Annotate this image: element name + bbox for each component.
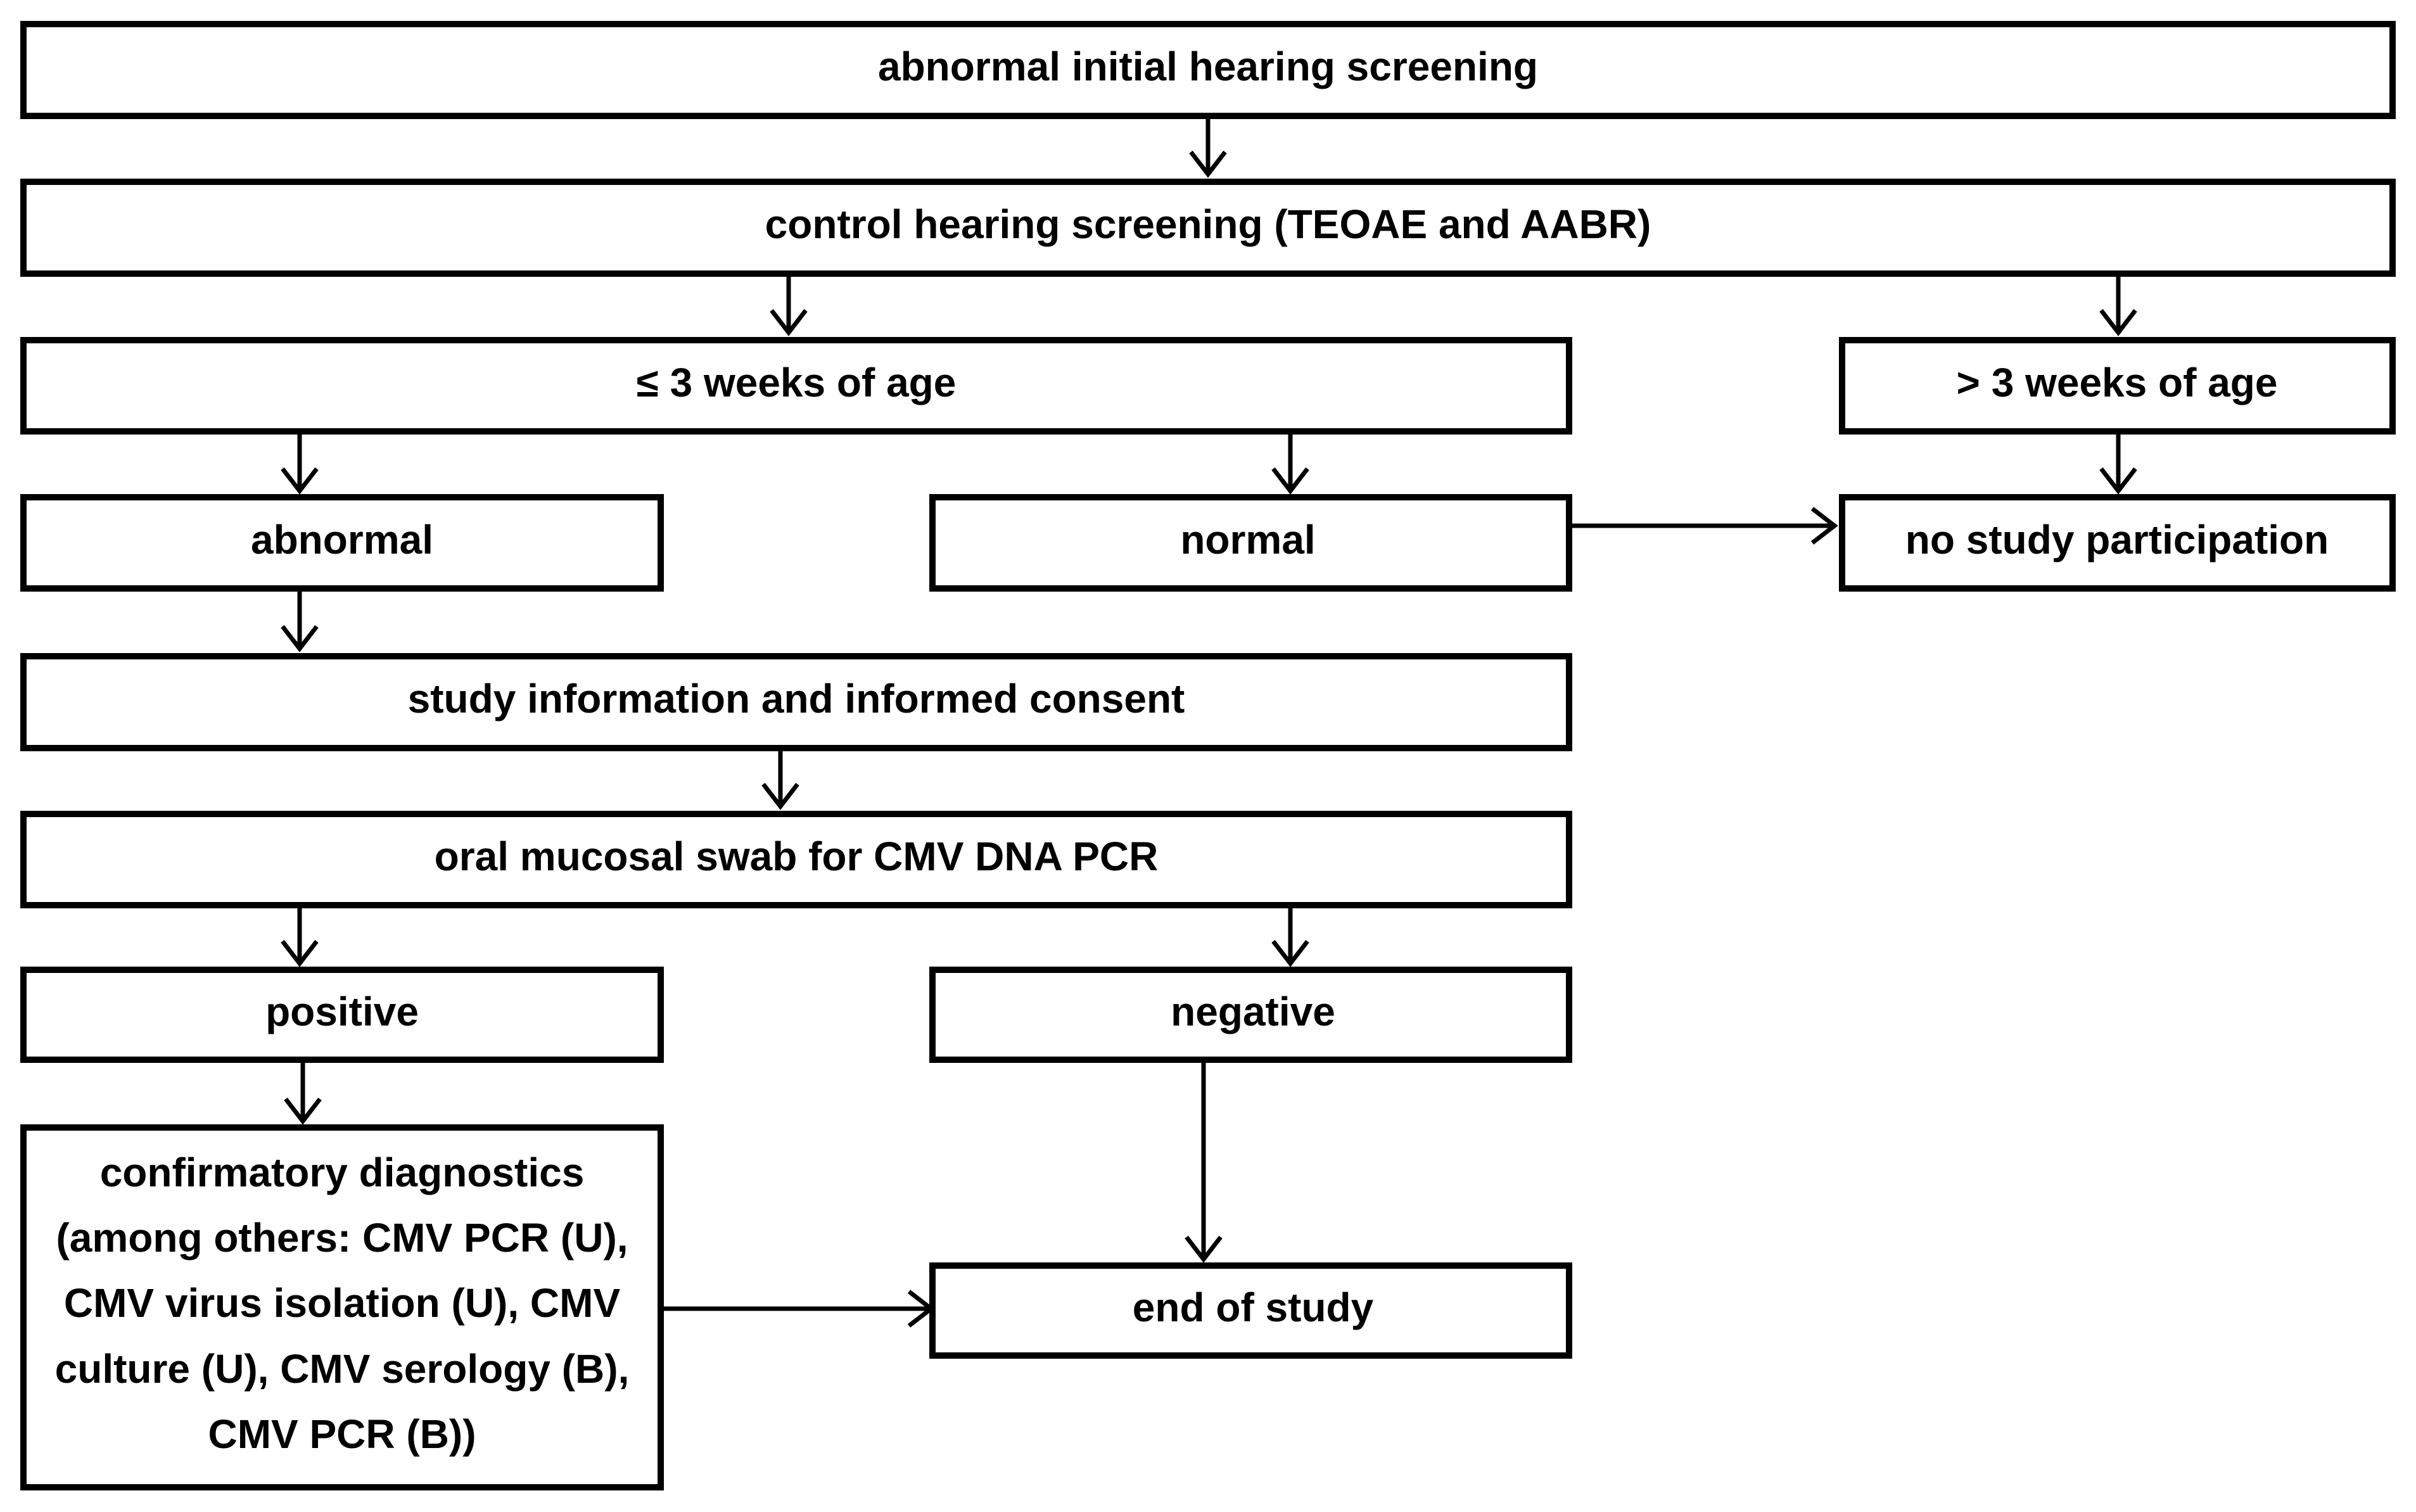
node-normal-label: normal [1180,517,1315,562]
node-abnormal: abnormal [20,494,664,592]
arrowhead-swab-to-positive [281,939,319,967]
arrowhead-negative-to-end [1185,1235,1223,1263]
node-oral-swab-label: oral mucosal swab for CMV DNA PCR [435,834,1159,879]
node-age-gt-3-weeks-label: > 3 weeks of age [1957,360,2278,405]
arrowhead-positive-to-confirmatory [284,1097,322,1125]
node-no-participation-label: no study participation [1905,517,2329,562]
node-confirmatory-line-5: CMV PCR (B)) [208,1411,476,1457]
node-negative: negative [929,967,1572,1063]
node-end-of-study: end of study [929,1262,1572,1359]
node-initial-screening-label: abnormal initial hearing screening [878,44,1538,89]
node-abnormal-label: abnormal [251,517,433,562]
node-age-le-3-weeks: ≤ 3 weeks of age [20,337,1572,435]
arrowhead-gt3-to-noparticipation [2099,467,2137,495]
node-control-screening-label: control hearing screening (TEOAE and AAB… [765,201,1651,247]
node-age-gt-3-weeks: > 3 weeks of age [1839,337,2396,435]
node-negative-label: negative [1171,989,1335,1034]
node-control-screening: control hearing screening (TEOAE and AAB… [20,179,2396,277]
node-positive: positive [20,967,664,1063]
arrowhead-control-to-gt3 [2099,308,2137,336]
arrowhead-abnormal-to-studyinfo [281,625,319,652]
node-confirmatory-line-4: culture (U), CMV serology (B), [55,1346,630,1392]
node-no-participation: no study participation [1839,494,2396,592]
node-initial-screening: abnormal initial hearing screening [20,21,2396,119]
node-oral-swab: oral mucosal swab for CMV DNA PCR [20,811,1572,908]
edges [281,116,2137,1328]
node-age-le-3-weeks-label: ≤ 3 weeks of age [637,360,957,405]
arrowhead-initial-to-control [1189,150,1227,178]
arrowhead-le3-to-abnormal [281,467,319,495]
arrowhead-control-to-le3 [770,308,808,336]
node-positive-label: positive [265,989,419,1034]
node-study-info-consent-label: study information and informed consent [408,676,1185,721]
node-confirmatory: confirmatory diagnostics (among others: … [20,1124,664,1490]
node-confirmatory-line-1: confirmatory diagnostics [100,1150,585,1195]
arrowhead-normal-to-noparticipation [1810,507,1838,545]
node-study-info-consent: study information and informed consent [20,653,1572,751]
node-confirmatory-line-2: (among others: CMV PCR (U), [56,1215,628,1261]
arrowhead-le3-to-normal [1271,467,1309,495]
arrowhead-swab-to-negative [1271,939,1309,967]
arrowhead-studyinfo-to-swab [761,782,799,810]
node-normal: normal [929,494,1572,592]
node-confirmatory-line-3: CMV virus isolation (U), CMV [64,1280,621,1326]
node-end-of-study-label: end of study [1133,1285,1374,1330]
